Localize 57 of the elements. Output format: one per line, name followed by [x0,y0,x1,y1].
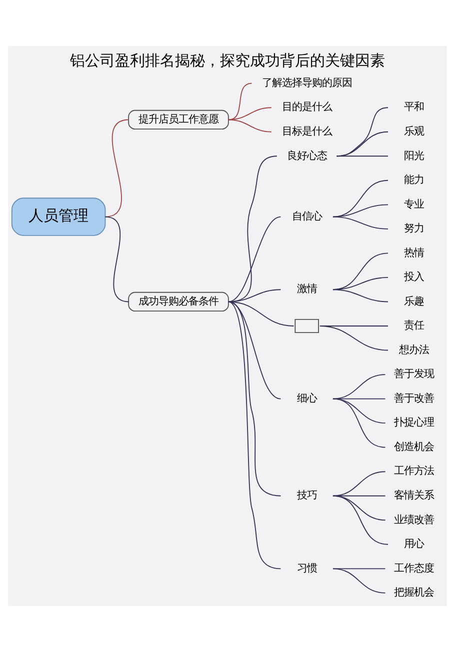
node-text: 热情 [404,246,424,259]
node-box: 提升店员工作意愿 [128,110,229,130]
node-text: 责任 [404,320,424,332]
node-text: 专业 [404,198,424,210]
node-text: 良好心态 [286,150,327,162]
node-text: 激情 [296,283,317,296]
node-text: 技巧 [296,489,317,502]
diagram-title: 铝公司盈利排名揭秘，探究成功背后的关键因素 [70,51,385,70]
node-text: 自信心 [292,210,322,222]
connector [104,216,130,302]
connector [104,119,130,218]
node-box: 成功导购必备条件 [128,292,229,312]
node-text: 工作方法 [394,465,434,478]
connector [336,107,388,157]
node-box [294,319,319,333]
node-text: 想办法 [399,344,430,356]
connector [228,216,282,302]
connector [332,204,388,218]
connector [228,301,282,570]
connector [332,471,386,496]
connector [336,131,388,157]
node-text: 平和 [404,101,424,114]
node-text: 投入 [404,271,424,284]
node-text: 乐趣 [404,295,424,308]
connector [319,326,388,351]
node-text: 目标是什么 [282,125,332,138]
connector [228,119,272,132]
node-box: 人员管理 [11,198,106,236]
connector [332,374,386,400]
node-text: 用心 [404,538,424,550]
connector [332,216,388,230]
node-text: 细心 [296,392,317,404]
node-text: 乐观 [404,125,424,138]
connector [332,180,388,218]
node-text: 善于改善 [394,392,434,404]
node-text: 能力 [404,174,424,186]
connector [332,398,386,448]
node-text: 业绩改善 [394,514,434,526]
node-text: 客情关系 [394,489,434,502]
node-text: 工作态度 [394,562,434,574]
connector [336,156,388,157]
connector [332,495,388,545]
node-text: 努力 [404,222,424,235]
node-text: 把握机会 [394,586,434,599]
connector [228,82,252,120]
connector [228,289,282,302]
connector [332,568,386,594]
node-text: 习惯 [296,562,317,574]
node-text: 创造机会 [394,440,434,453]
node-text: 阳光 [404,150,424,162]
connector [228,107,272,120]
connector [332,289,388,302]
connector [332,568,386,570]
node-text: 扑捉心理 [394,416,434,429]
node-text: 善于发现 [394,368,434,380]
node-text: 了解选择导购的原因 [262,76,352,89]
node-text: 目的是什么 [282,101,332,114]
